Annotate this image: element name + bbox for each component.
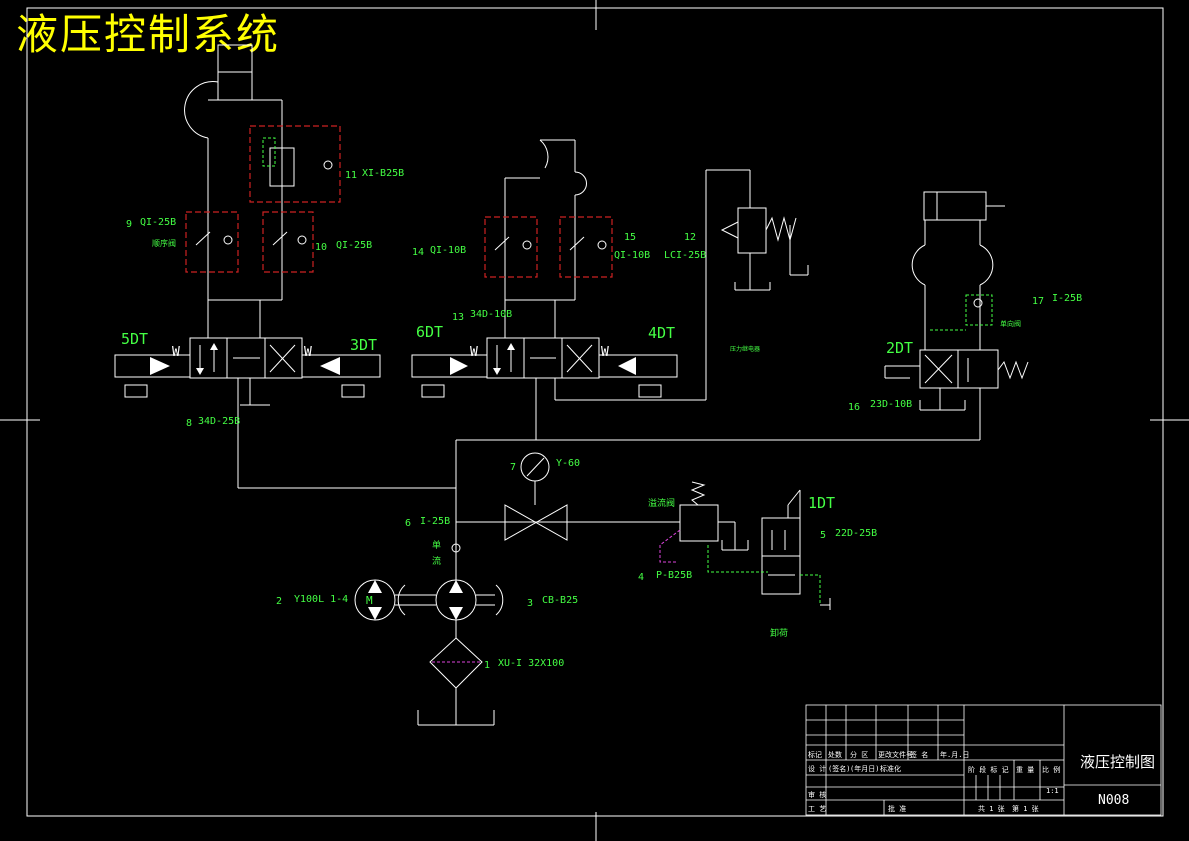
label-n5: 5 [820, 530, 826, 541]
label-c3: CB-B25 [542, 595, 578, 606]
label-c5: 22D-25B [835, 528, 877, 539]
solenoid-5dt: 5DT [121, 330, 148, 348]
drawing-title: 液压控制系统 [16, 10, 281, 59]
tb-r1-5: 年.月.日 [940, 750, 969, 759]
label-n11: 11 [345, 170, 357, 181]
label-n17: 17 [1032, 296, 1044, 307]
label-c1: XU-I 32X100 [498, 658, 564, 669]
pilot-lines [262, 137, 993, 605]
label-c8: 34D-25B [198, 416, 240, 427]
label-c15: QI-10B [614, 250, 650, 261]
label-n16: 16 [848, 402, 860, 413]
tb-r1-2: 分 区 [850, 750, 868, 759]
label-c10: QI-25B [336, 240, 372, 251]
tb-r1-4: 签 名 [910, 750, 928, 759]
label-n9: 9 [126, 219, 132, 230]
solenoid-4dt: 4DT [648, 324, 675, 342]
label-pressure-relay: 压力继电器 [730, 345, 760, 353]
tb-stage-2: 比 例 [1042, 765, 1060, 774]
spring-mark: W [172, 345, 180, 360]
title-block-text: 标记 处数 分 区 更改文件号 签 名 年.月.日 设 计 (签名) (年月日)… [808, 750, 1155, 813]
solenoid-6dt: 6DT [416, 323, 443, 341]
tb-r3-0: 审 核 [808, 790, 826, 799]
label-c2: Y100L 1-4 [294, 594, 348, 605]
solenoid-1dt: 1DT [808, 494, 835, 512]
label-unload: 卸荷 [770, 627, 788, 639]
arrowheads [150, 343, 636, 620]
label-n2: 2 [276, 596, 282, 607]
label-relief-valve: 溢流阀 [648, 497, 675, 509]
solenoid-tags: 5DT 3DT 6DT 4DT 2DT 1DT [121, 323, 913, 512]
tb-r2-2: (年月日) [850, 764, 879, 773]
spring-mark: W [601, 345, 609, 360]
label-c9: QI-25B [140, 217, 176, 228]
motor-label: M [366, 594, 373, 607]
label-c14: QI-10B [430, 245, 466, 256]
component-labels: 1 XU-I 32X100 2 Y100L 1-4 3 CB-B25 4 P-B… [126, 168, 1082, 671]
tb-stage-1: 重 量 [1016, 766, 1034, 774]
tb-scale: 1:1 [1046, 787, 1059, 795]
tb-r1-1: 处数 [828, 750, 842, 759]
tb-r1-3: 更改文件号 [878, 750, 913, 759]
label-n3: 3 [527, 598, 533, 609]
label-n13: 13 [452, 312, 464, 323]
label-n8: 8 [186, 418, 192, 429]
label-n1: 1 [484, 660, 490, 671]
label-seq-valve: 顺序阀 [152, 238, 176, 248]
label-check-b: 单向阀 [1000, 319, 1021, 328]
label-n14: 14 [412, 247, 424, 258]
tb-r4-2: 批 准 [888, 804, 906, 813]
tb-r2-0: 设 计 [808, 764, 826, 773]
solenoid-3dt: 3DT [350, 336, 377, 354]
tb-r2-1: (签名) [828, 764, 850, 773]
label-c12: LCI-25B [664, 250, 706, 261]
spring-mark: W [470, 345, 478, 360]
label-c17: I-25B [1052, 293, 1082, 304]
tb-sheets-0: 共 1 张 [978, 804, 1005, 813]
label-c6: I-25B [420, 516, 450, 527]
label-n15: 15 [624, 232, 636, 243]
label-n6: 6 [405, 518, 411, 529]
label-check-note-1: 单 [432, 539, 441, 551]
valve-internals [195, 140, 983, 308]
tb-drawing-title: 液压控制图 [1080, 753, 1155, 771]
red-boxes [185, 125, 613, 278]
magenta-pilot [432, 529, 681, 663]
solenoid-2dt: 2DT [886, 339, 913, 357]
tb-drawing-no: N008 [1098, 793, 1129, 808]
spring-marks: W W W W M [172, 345, 609, 607]
spring-mark: W [304, 345, 312, 360]
label-check-note-2: 流 [432, 555, 441, 567]
label-c16: 23D-10B [870, 399, 912, 410]
tb-r4-0: 工 艺 [808, 805, 826, 813]
label-n12: 12 [684, 232, 696, 243]
title-block [805, 704, 1162, 816]
label-n4: 4 [638, 572, 644, 583]
label-c13: 34D-10B [470, 309, 512, 320]
tb-r2-3: 标准化 [880, 764, 901, 773]
pipelines [114, 44, 1029, 726]
label-n7: 7 [510, 462, 516, 473]
label-c7: Y-60 [556, 458, 580, 469]
label-c4: P-B25B [656, 570, 692, 581]
label-c11: XI-B25B [362, 168, 404, 179]
tb-r1-0: 标记 [808, 750, 822, 759]
label-n10: 10 [315, 242, 327, 253]
tb-stage-0: 阶 段 标 记 [968, 765, 1009, 774]
tb-sheets-1: 第 1 张 [1012, 804, 1039, 813]
